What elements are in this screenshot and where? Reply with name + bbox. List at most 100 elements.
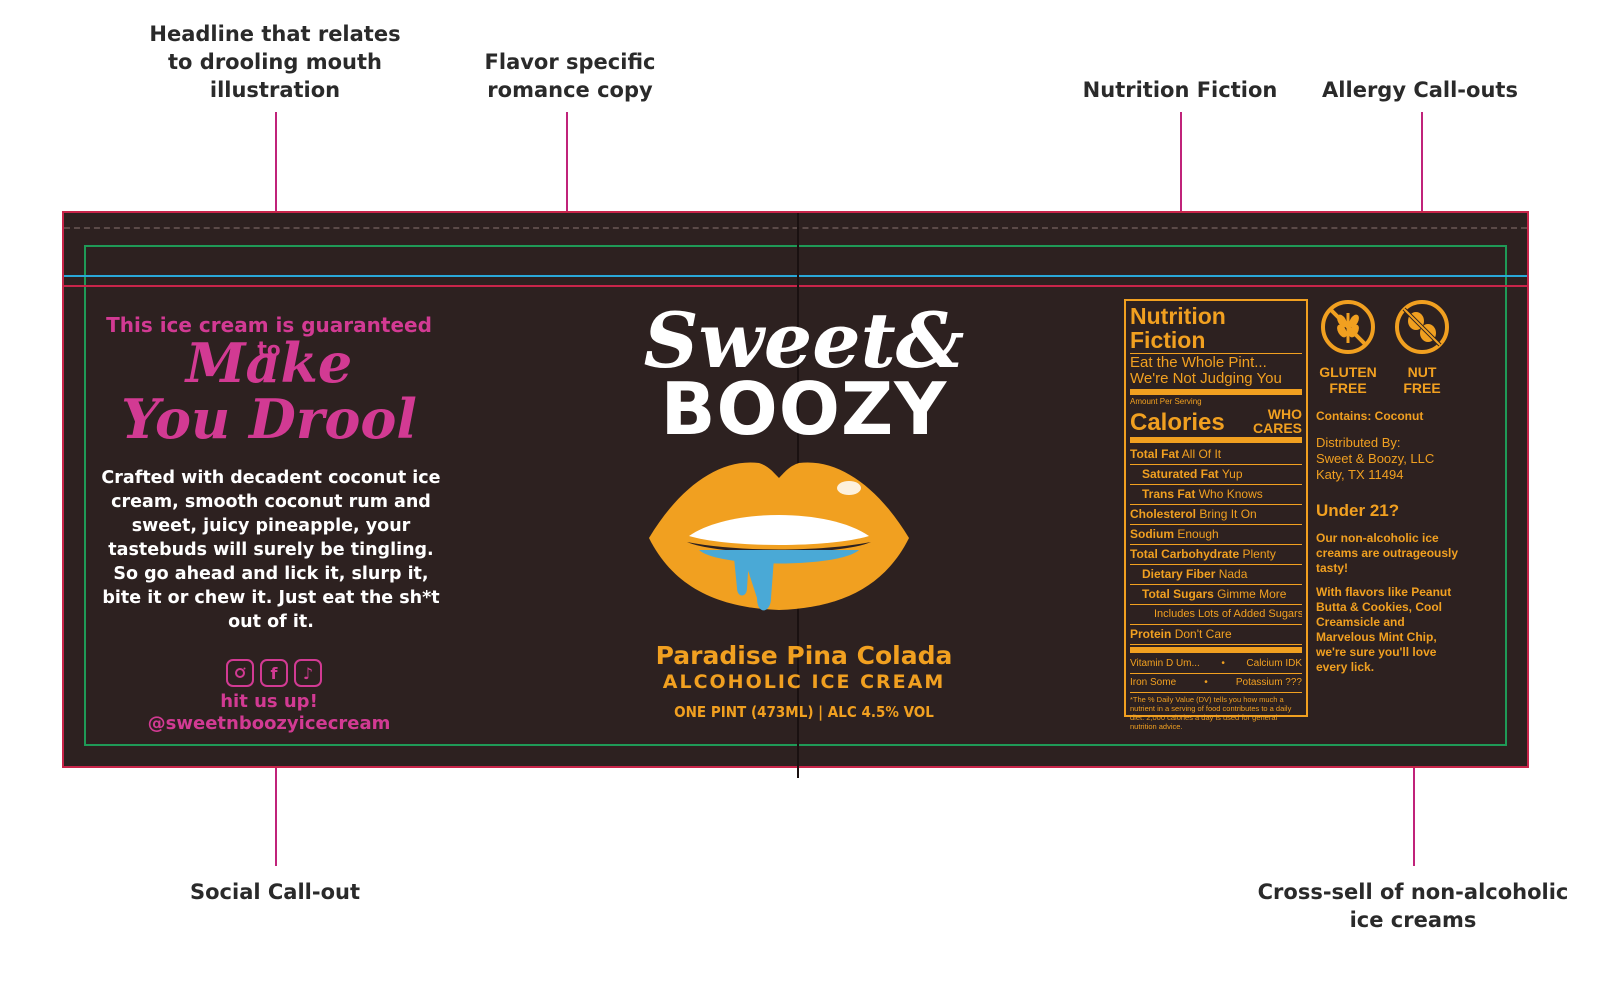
calories-value-2: CARES	[1252, 420, 1302, 436]
badge-line-1: GLUTEN	[1319, 364, 1377, 380]
row-value: Who Knows	[1198, 487, 1263, 501]
nutrition-row: Total Carbohydrate Plenty	[1130, 545, 1302, 565]
nutrition-thick-bar	[1130, 647, 1302, 653]
vitamin-left: Vitamin D Um...	[1130, 658, 1200, 669]
vitamin-row: Vitamin D Um... • Calcium IDK	[1130, 655, 1302, 674]
nutrition-subtitle-2: We're Not Judging You	[1130, 370, 1282, 387]
row-label: Trans Fat	[1142, 487, 1196, 501]
flavor-type: ALCOHOLIC ICE CREAM	[662, 671, 946, 693]
cross-sell-intro: Our non-alcoholic ice creams are outrage…	[1316, 531, 1459, 575]
social-icons: f ♪	[219, 659, 329, 687]
nutrition-row: Trans Fat Who Knows	[1130, 485, 1302, 505]
row-value: All Of It	[1181, 447, 1222, 461]
annotation-allergy: Allergy Call-outs	[1322, 78, 1518, 102]
cross-sell-flavors: With flavors like Peanut Butta & Cookies…	[1316, 585, 1452, 674]
row-value: Includes Lots of Added Sugars	[1154, 608, 1302, 620]
leader-headline	[275, 112, 277, 298]
wheat-crossed-icon	[1321, 300, 1375, 354]
social-callout: hit us up! @sweetnboozyicecream	[94, 691, 444, 735]
nutrition-thick-bar	[1130, 437, 1302, 443]
social-handle[interactable]: @sweetnboozyicecream	[147, 713, 391, 734]
nutrition-subtitle: Eat the Whole Pint... We're Not Judging …	[1130, 355, 1302, 387]
calories-row: Calories WHO CARES	[1130, 407, 1302, 435]
nutrition-row: Saturated Fat Yup	[1130, 465, 1302, 485]
headline-intro: This ice cream is guaranteed to	[106, 313, 432, 361]
ice-cream-label: This ice cream is guaranteed to Make You…	[62, 211, 1529, 778]
nutrition-thick-bar	[1130, 389, 1302, 395]
annotation-social: Social Call-out	[190, 880, 360, 904]
brand-logo-line-1: Sweet&	[643, 296, 965, 385]
calories-label: Calories	[1130, 409, 1225, 436]
row-value: Gimme More	[1217, 587, 1287, 601]
nutrition-row: Protein Don't Care	[1130, 625, 1302, 645]
instagram-icon[interactable]	[226, 659, 254, 687]
annotation-romance: Flavor specific romance copy	[484, 50, 656, 102]
row-value: Plenty	[1242, 547, 1276, 561]
row-label: Total Sugars	[1142, 587, 1214, 601]
calories-value: WHO CARES	[1253, 407, 1302, 435]
distributor-info: Distributed By: Sweet & Boozy, LLC Katy,…	[1316, 435, 1435, 482]
vitamin-right: Calcium IDK	[1246, 658, 1302, 669]
annotation-headline: Headline that relates to drooling mouth …	[149, 22, 401, 102]
gluten-free-badge: GLUTEN FREE	[1316, 299, 1380, 396]
nutrition-divider	[1130, 353, 1302, 354]
headline-line-1: Make	[185, 331, 353, 395]
row-label: Saturated Fat	[1142, 467, 1219, 481]
nutrition-row: Dietary Fiber Nada	[1130, 565, 1302, 585]
leader-social	[275, 742, 277, 866]
vitamin-right: Potassium ???	[1235, 677, 1302, 688]
facebook-icon[interactable]: f	[260, 659, 288, 687]
trim-guide-red	[64, 285, 1527, 287]
row-label: Dietary Fiber	[1142, 567, 1216, 581]
bullet: •	[1204, 677, 1208, 688]
leader-nutrition	[1180, 112, 1182, 296]
nut-free-text: NUT FREE	[1390, 364, 1454, 396]
tiktok-icon[interactable]: ♪	[294, 659, 322, 687]
nutrition-title: Nutrition Fiction	[1130, 303, 1226, 353]
drooling-lips-illustration	[649, 462, 909, 611]
vitamin-left: Iron Some	[1130, 677, 1177, 688]
row-label: Protein	[1130, 627, 1172, 641]
nutrition-row: Includes Lots of Added Sugars	[1130, 605, 1302, 625]
badge-line-1: NUT	[1407, 364, 1437, 380]
row-value: Bring It On	[1199, 507, 1257, 521]
nutrition-row: Total Fat All Of It	[1130, 445, 1302, 465]
row-value: Nada	[1218, 567, 1248, 581]
nutrition-rows: Total Fat All Of It Saturated Fat Yup Tr…	[1130, 445, 1302, 645]
row-label: Sodium	[1130, 527, 1174, 541]
calories-value-1: WHO	[1267, 406, 1302, 422]
amount-per-serving: Amount Per Serving	[1130, 397, 1202, 406]
row-label: Cholesterol	[1130, 507, 1197, 521]
row-label: Total Fat	[1130, 447, 1180, 461]
nut-free-badge: NUT FREE	[1390, 299, 1454, 396]
row-label: Total Carbohydrate	[1130, 547, 1240, 561]
headline-line-2: You Drool	[121, 387, 417, 451]
headline: Make You Drool	[94, 335, 444, 447]
nutrition-fiction-panel: Nutrition Fiction Eat the Whole Pint... …	[1124, 299, 1308, 731]
nutrition-footnote: *The % Daily Value (DV) tells you how mu…	[1130, 695, 1292, 731]
annotation-cross-sell: Cross-sell of non-alcoholic ice creams	[1257, 880, 1569, 932]
peanut-crossed-icon	[1395, 300, 1449, 354]
under-21-heading: Under 21?	[1316, 501, 1400, 520]
vitamin-row: Iron Some • Potassium ???	[1130, 674, 1302, 693]
row-value: Yup	[1221, 467, 1243, 481]
leader-cross-sell	[1413, 714, 1415, 866]
brand-logo-line-2: BOOZY	[660, 367, 948, 451]
badge-line-2: FREE	[1403, 380, 1441, 396]
fold-guide-dashed	[64, 227, 1527, 229]
bullet: •	[1221, 658, 1225, 669]
romance-copy: Crafted with decadent coconut ice cream,…	[101, 468, 441, 632]
nutrition-row: Cholesterol Bring It On	[1130, 505, 1302, 525]
nutrition-row: Sodium Enough	[1130, 525, 1302, 545]
contains-allergen: Contains: Coconut	[1316, 409, 1424, 423]
badge-line-2: FREE	[1329, 380, 1367, 396]
nutrition-subtitle-1: Eat the Whole Pint...	[1130, 354, 1267, 371]
bleed-guide-blue	[64, 275, 1527, 277]
row-value: Don't Care	[1174, 627, 1232, 641]
flavor-name: Paradise Pina Colada	[655, 641, 953, 670]
gluten-free-text: GLUTEN FREE	[1316, 364, 1380, 396]
volume-info: ONE PINT (473ML) | ALC 4.5% VOL	[674, 703, 934, 721]
social-line-1: hit us up!	[220, 691, 318, 712]
annotation-nutrition: Nutrition Fiction	[1082, 78, 1278, 102]
nutrition-row: Total Sugars Gimme More	[1130, 585, 1302, 605]
